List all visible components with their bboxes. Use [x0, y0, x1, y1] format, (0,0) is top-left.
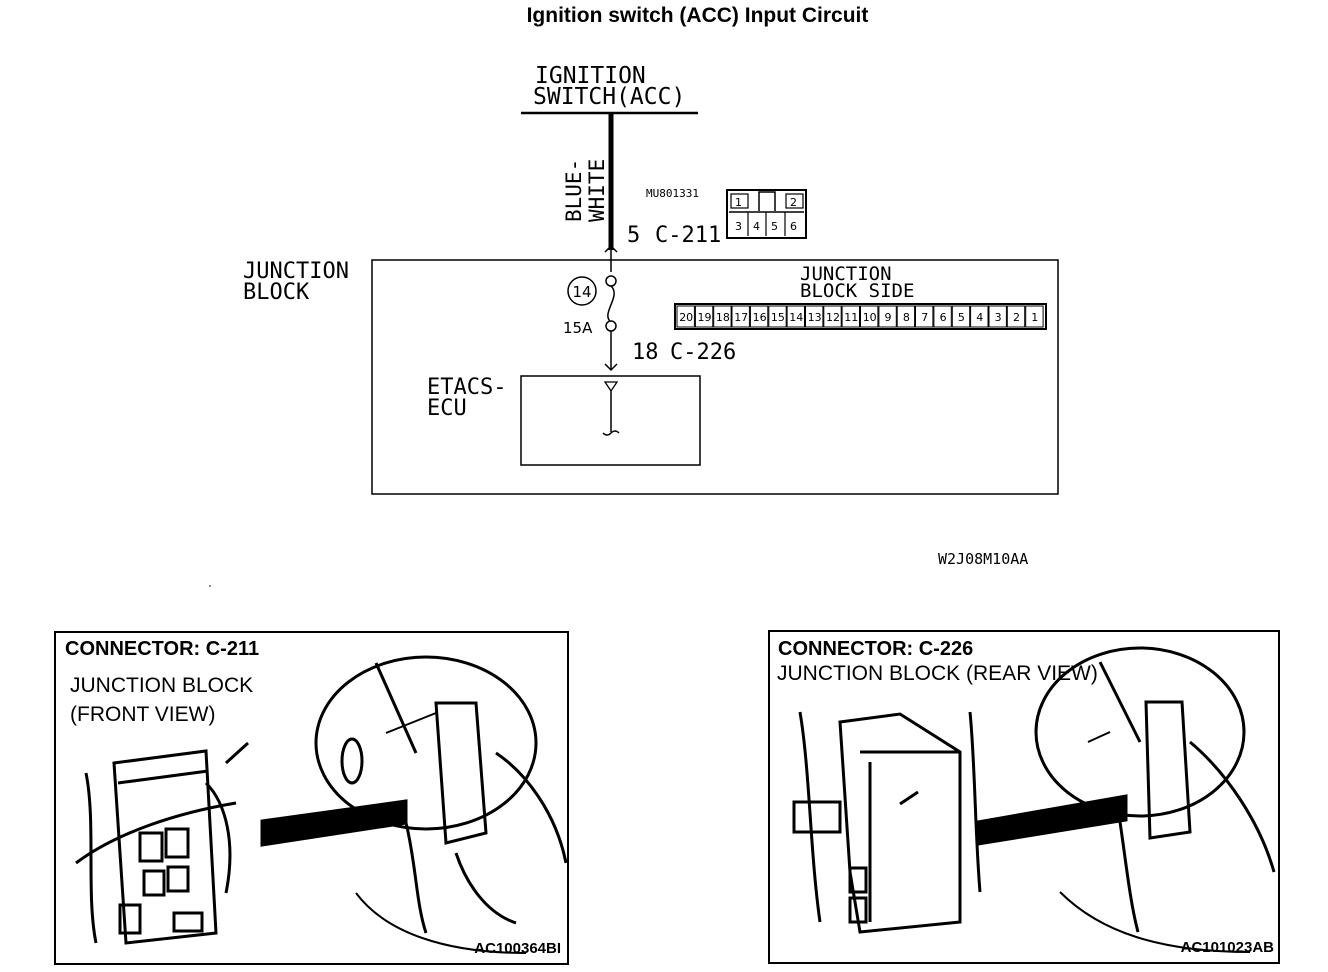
fuse-rating: 15A — [563, 319, 593, 337]
panel-title: CONNECTOR: C-211 — [65, 638, 260, 660]
jb-pin-cell — [841, 305, 860, 328]
c211-pin: 1 — [735, 196, 742, 209]
jb-pin-label: 15 — [771, 311, 785, 324]
pin-c226: 18 — [632, 340, 659, 365]
wire-color-1: BLUE- — [562, 159, 586, 222]
jb-pin-label: 13 — [808, 311, 822, 324]
jb-pin-cell — [731, 305, 750, 328]
panel-subtitle-2: (FRONT VIEW) — [70, 703, 216, 726]
jb-pin-cell — [988, 305, 1007, 328]
c211-terminal-symbol — [604, 244, 618, 253]
jb-pin-cell — [823, 305, 842, 328]
jb-pin-cell — [933, 305, 952, 328]
panel-code: AC101023AB — [1180, 939, 1274, 956]
wire-color-2: WHITE — [585, 159, 609, 222]
junction-block-box — [371, 259, 1059, 495]
jb-pin-label: 19 — [698, 311, 712, 324]
connector-c211-label: C-211 — [655, 223, 721, 248]
jb-pin-label: 16 — [753, 311, 767, 324]
jb-pin-cell — [713, 305, 732, 328]
jb-pin-cell — [860, 305, 879, 328]
junction-block-label-2: BLOCK — [243, 280, 310, 305]
c211-pin: 2 — [790, 196, 797, 209]
jb-pin-cell — [805, 305, 824, 328]
jb-pin-cell — [1006, 305, 1026, 328]
etacs-ecu-box — [520, 375, 701, 466]
jb-side-label-1: JUNCTION — [800, 263, 892, 285]
pin-c211: 5 — [627, 223, 640, 248]
panel-subtitle-1: JUNCTION BLOCK — [70, 674, 254, 697]
connector-c226-panel: CONNECTOR: C-226 JUNCTION BLOCK (REAR VI… — [768, 630, 1280, 964]
jb-pin-label: 3 — [995, 311, 1002, 324]
ecu-label-1: ETACS- — [427, 375, 506, 400]
jb-pin-label: 6 — [940, 311, 947, 324]
junction-block-label-1: JUNCTION — [243, 259, 349, 284]
jb-pin-label: 8 — [903, 311, 910, 324]
panel-subtitle-1: JUNCTION BLOCK (REAR VIEW) — [777, 662, 1098, 685]
jb-pin-label: 10 — [863, 311, 877, 324]
jb-pin-cell — [1025, 305, 1044, 328]
part-number: MU801331 — [646, 187, 699, 200]
ignition-label-1: IGNITION — [535, 63, 646, 89]
page-title: Ignition switch (ACC) Input Circuit — [526, 4, 869, 27]
c211-pin: 3 — [735, 220, 742, 233]
jb-pin-cell — [896, 305, 916, 328]
jb-pin-cell — [970, 305, 989, 328]
jb-pin-cell — [768, 305, 787, 328]
jb-pin-label: 20 — [679, 311, 693, 324]
ignition-label-2: SWITCH(ACC) — [533, 84, 685, 110]
ecu-label-2: ECU — [427, 396, 467, 421]
connector-c226-label: C-226 — [670, 340, 736, 365]
jb-pin-label: 12 — [826, 311, 840, 324]
junction-block-rear-illustration — [792, 646, 1276, 953]
jb-pin-cell — [694, 305, 714, 328]
connector-c211-panel: CONNECTOR: C-211 JUNCTION BLOCK (FRONT V… — [54, 631, 569, 965]
fuse-number-circle — [567, 276, 597, 306]
jb-pin-label: 17 — [734, 311, 748, 324]
fuse-symbol — [605, 275, 617, 332]
jb-pin-label: 18 — [716, 311, 730, 324]
jb-pin-label: 5 — [958, 311, 965, 324]
jb-pin-label: 11 — [844, 311, 858, 324]
c211-pin: 4 — [753, 220, 760, 233]
fuse-number: 14 — [572, 283, 591, 301]
jb-pin-label: 9 — [885, 311, 892, 324]
ecu-wire-break-symbol — [602, 430, 620, 436]
jb-pin-label: 14 — [789, 311, 803, 324]
c211-pin: 5 — [771, 220, 778, 233]
figure-code: W2J08M10AA — [938, 550, 1028, 568]
jb-pin-cell — [951, 305, 971, 328]
jb-pin-cell — [786, 305, 805, 328]
junction-block-front-illustration — [75, 655, 567, 954]
ecu-input-symbol — [603, 381, 619, 393]
jb-side-label-2: BLOCK SIDE — [800, 280, 914, 302]
jb-pin-cell — [915, 305, 934, 328]
c226-terminal-symbol — [604, 363, 618, 372]
panel-title: CONNECTOR: C-226 — [778, 638, 974, 660]
jb-pin-label: 2 — [1013, 311, 1020, 324]
speck-dot — [209, 585, 211, 587]
jb-pin-label: 1 — [1031, 311, 1038, 324]
c211-connector-face: 1 2 3 4 5 6 — [726, 189, 807, 239]
jb-pin-cell — [749, 305, 769, 328]
jb-pin-cell — [878, 305, 897, 328]
jb-pin-label: 4 — [976, 311, 983, 324]
jb-pin-label: 7 — [921, 311, 928, 324]
jb-pin-cell — [676, 305, 695, 328]
panel-code: AC100364BI — [474, 940, 561, 957]
c211-pin: 6 — [790, 220, 797, 233]
